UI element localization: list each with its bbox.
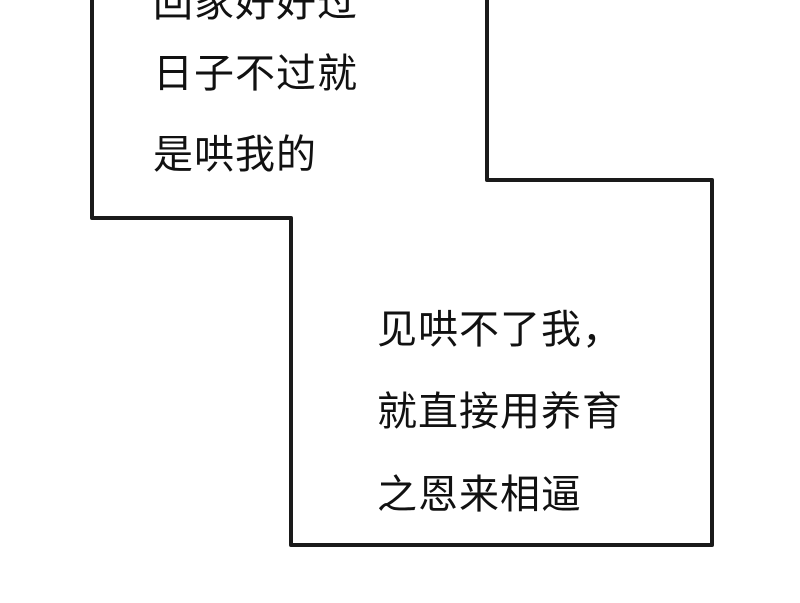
caption-line: 回家好好过 xyxy=(153,0,358,26)
caption-line: 之恩来相逼 xyxy=(377,472,582,518)
caption-line: 就直接用养育 xyxy=(377,389,623,435)
caption-line: 是哄我的 xyxy=(153,132,317,178)
caption-line: 见哄不了我， xyxy=(377,307,623,353)
caption-line: 日子不过就 xyxy=(153,51,358,97)
